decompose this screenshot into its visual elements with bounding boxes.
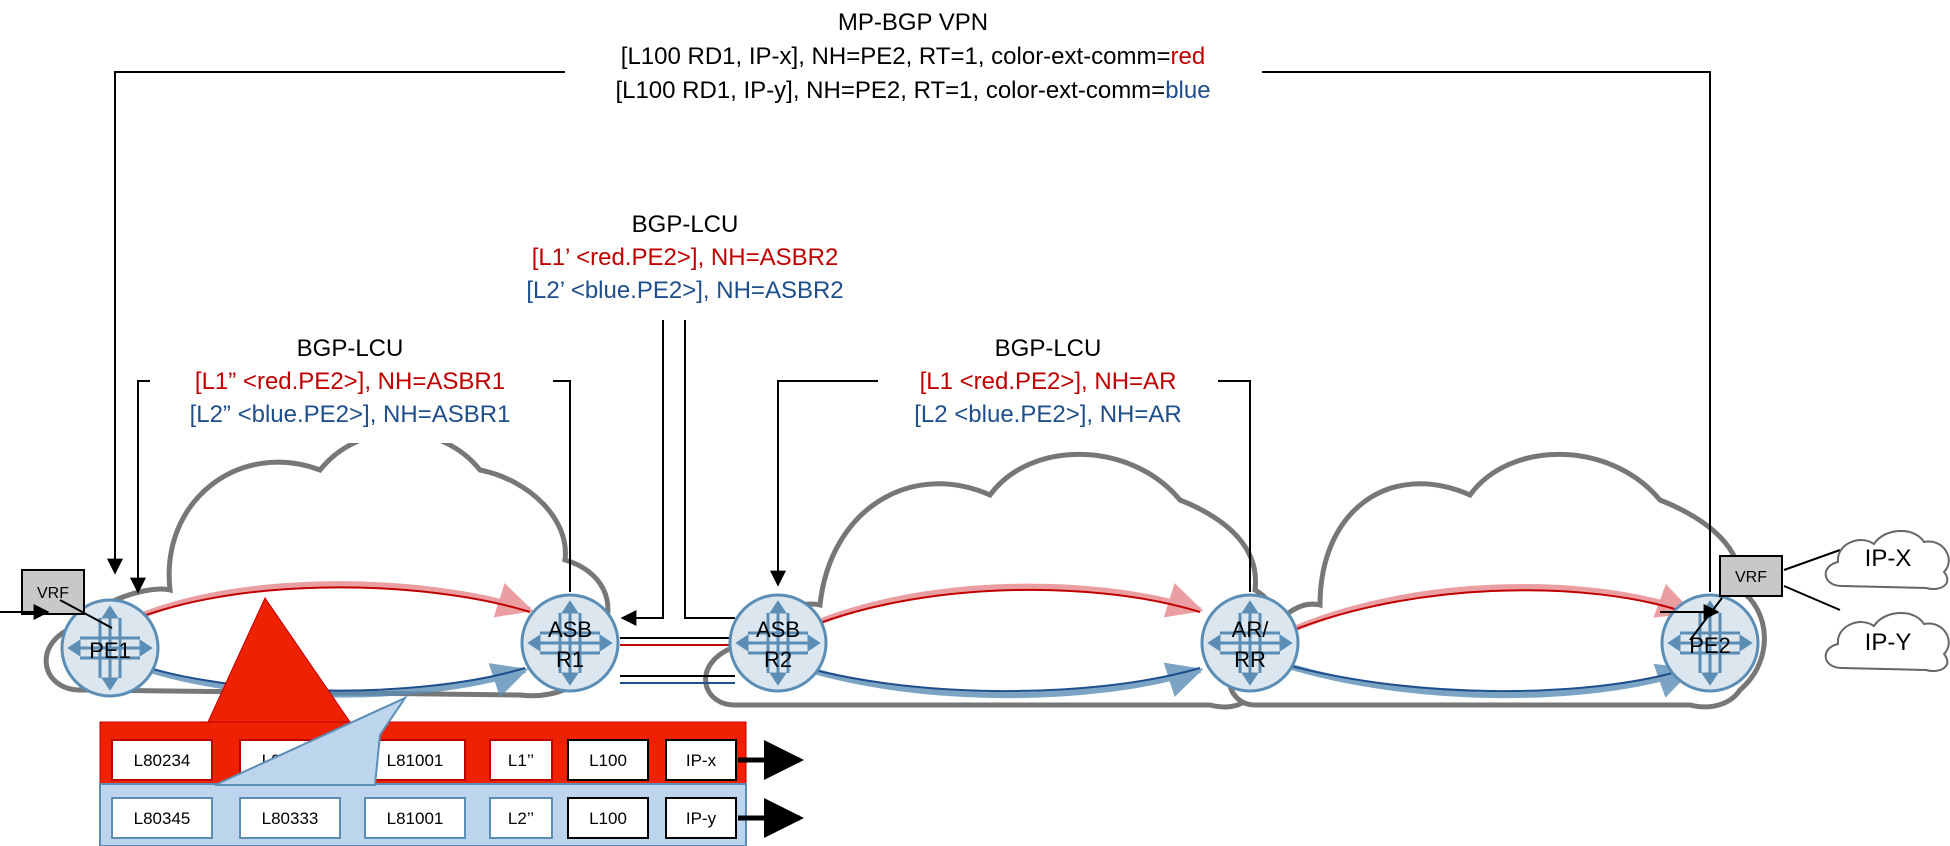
router-ar-label-2: RR	[1234, 647, 1266, 672]
lcu-left-lines	[130, 380, 571, 594]
lcu-right-line-1: [L1 <red.PE2>], NH=AR	[920, 368, 1177, 395]
lcu-right-lines	[770, 380, 1251, 592]
mpbgp-lines	[107, 71, 1711, 592]
blue-path	[108, 652, 1694, 699]
stack-red-cell	[364, 739, 466, 781]
router-asbr2: ASB R2	[728, 593, 828, 693]
stack-blue-label: L2’’	[508, 809, 534, 828]
router-asbr1: ASB R1	[520, 593, 620, 693]
stack-blue-cell	[665, 797, 737, 839]
callout-blue	[214, 695, 408, 786]
lcu-right-title: BGP-LCU	[995, 335, 1102, 362]
stack-blue-cell	[239, 797, 341, 839]
stack-blue-cell	[364, 797, 466, 839]
stack-red-cell	[111, 739, 213, 781]
lcu-left-title: BGP-LCU	[297, 335, 404, 362]
inter-as-links	[620, 637, 735, 684]
cloud-ip-y: IP-Y	[1824, 611, 1950, 672]
stack-red-cell	[665, 739, 737, 781]
stack-red-cell	[567, 739, 649, 781]
stack-blue-cell	[111, 797, 213, 839]
vrf-left-label: VRF	[37, 585, 69, 602]
lcu-center-line-1: [L1’ <red.PE2>], NH=ASBR2	[532, 244, 839, 271]
router-asbr2-label-1: ASB	[756, 617, 800, 642]
mpbgp-title: MP-BGP VPN	[838, 9, 988, 36]
stack-red-label: L1’’	[508, 751, 534, 770]
stack-red-label: L100	[589, 751, 627, 770]
router-pe1-label: PE1	[89, 638, 131, 663]
router-pe2: PE2	[1660, 593, 1760, 693]
stack-blue-label: L100	[589, 809, 627, 828]
label-stack-blue: L80345 L80333 L81001 L2’’ L100 IP-y	[99, 783, 804, 846]
stack-blue-label: IP-y	[686, 809, 717, 828]
stack-blue-cell	[567, 797, 649, 839]
mpbgp-line-2: [L100 RD1, IP-y], NH=PE2, RT=1, color-ex…	[615, 77, 1210, 104]
lcu-right-line-2: [L2 <blue.PE2>], NH=AR	[914, 401, 1182, 428]
callout-red	[207, 596, 351, 723]
stack-blue-label: L80345	[134, 809, 191, 828]
mpbgp-line-1: [L100 RD1, IP-x], NH=PE2, RT=1, color-ex…	[621, 43, 1205, 70]
lcu-left-line-1: [L1” <red.PE2>], NH=ASBR1	[195, 368, 505, 395]
lcu-center-title: BGP-LCU	[632, 211, 739, 238]
stack-red-cell	[489, 739, 553, 781]
lcu-center-line-2: [L2’ <blue.PE2>], NH=ASBR2	[526, 277, 843, 304]
stack-red-label: IP-x	[686, 751, 717, 770]
router-ar: AR/ RR	[1200, 593, 1300, 693]
cloud-ip-x: IP-X	[1824, 529, 1950, 590]
router-asbr1-label-2: R1	[556, 647, 584, 672]
lcu-left-line-2: [L2” <blue.PE2>], NH=ASBR1	[190, 401, 511, 428]
router-ar-label-1: AR/	[1232, 617, 1270, 642]
stack-red-label: L80234	[134, 751, 191, 770]
stack-blue-label: L81001	[387, 809, 444, 828]
ip-x-label: IP-X	[1865, 545, 1912, 572]
stack-blue-cell	[489, 797, 553, 839]
vrf-right: VRF	[1660, 549, 1841, 641]
router-pe2-label: PE2	[1689, 633, 1731, 658]
vrf-left: VRF	[0, 569, 113, 629]
router-asbr1-label-1: ASB	[548, 617, 592, 642]
stack-red-label: L81001	[387, 751, 444, 770]
vrf-right-label: VRF	[1735, 569, 1767, 586]
ip-y-label: IP-Y	[1865, 629, 1912, 656]
router-pe1: PE1	[60, 598, 160, 698]
red-path	[108, 581, 1694, 643]
lcu-center-lines	[620, 320, 735, 626]
stack-blue-label: L80333	[262, 809, 319, 828]
router-asbr2-label-2: R2	[764, 647, 792, 672]
